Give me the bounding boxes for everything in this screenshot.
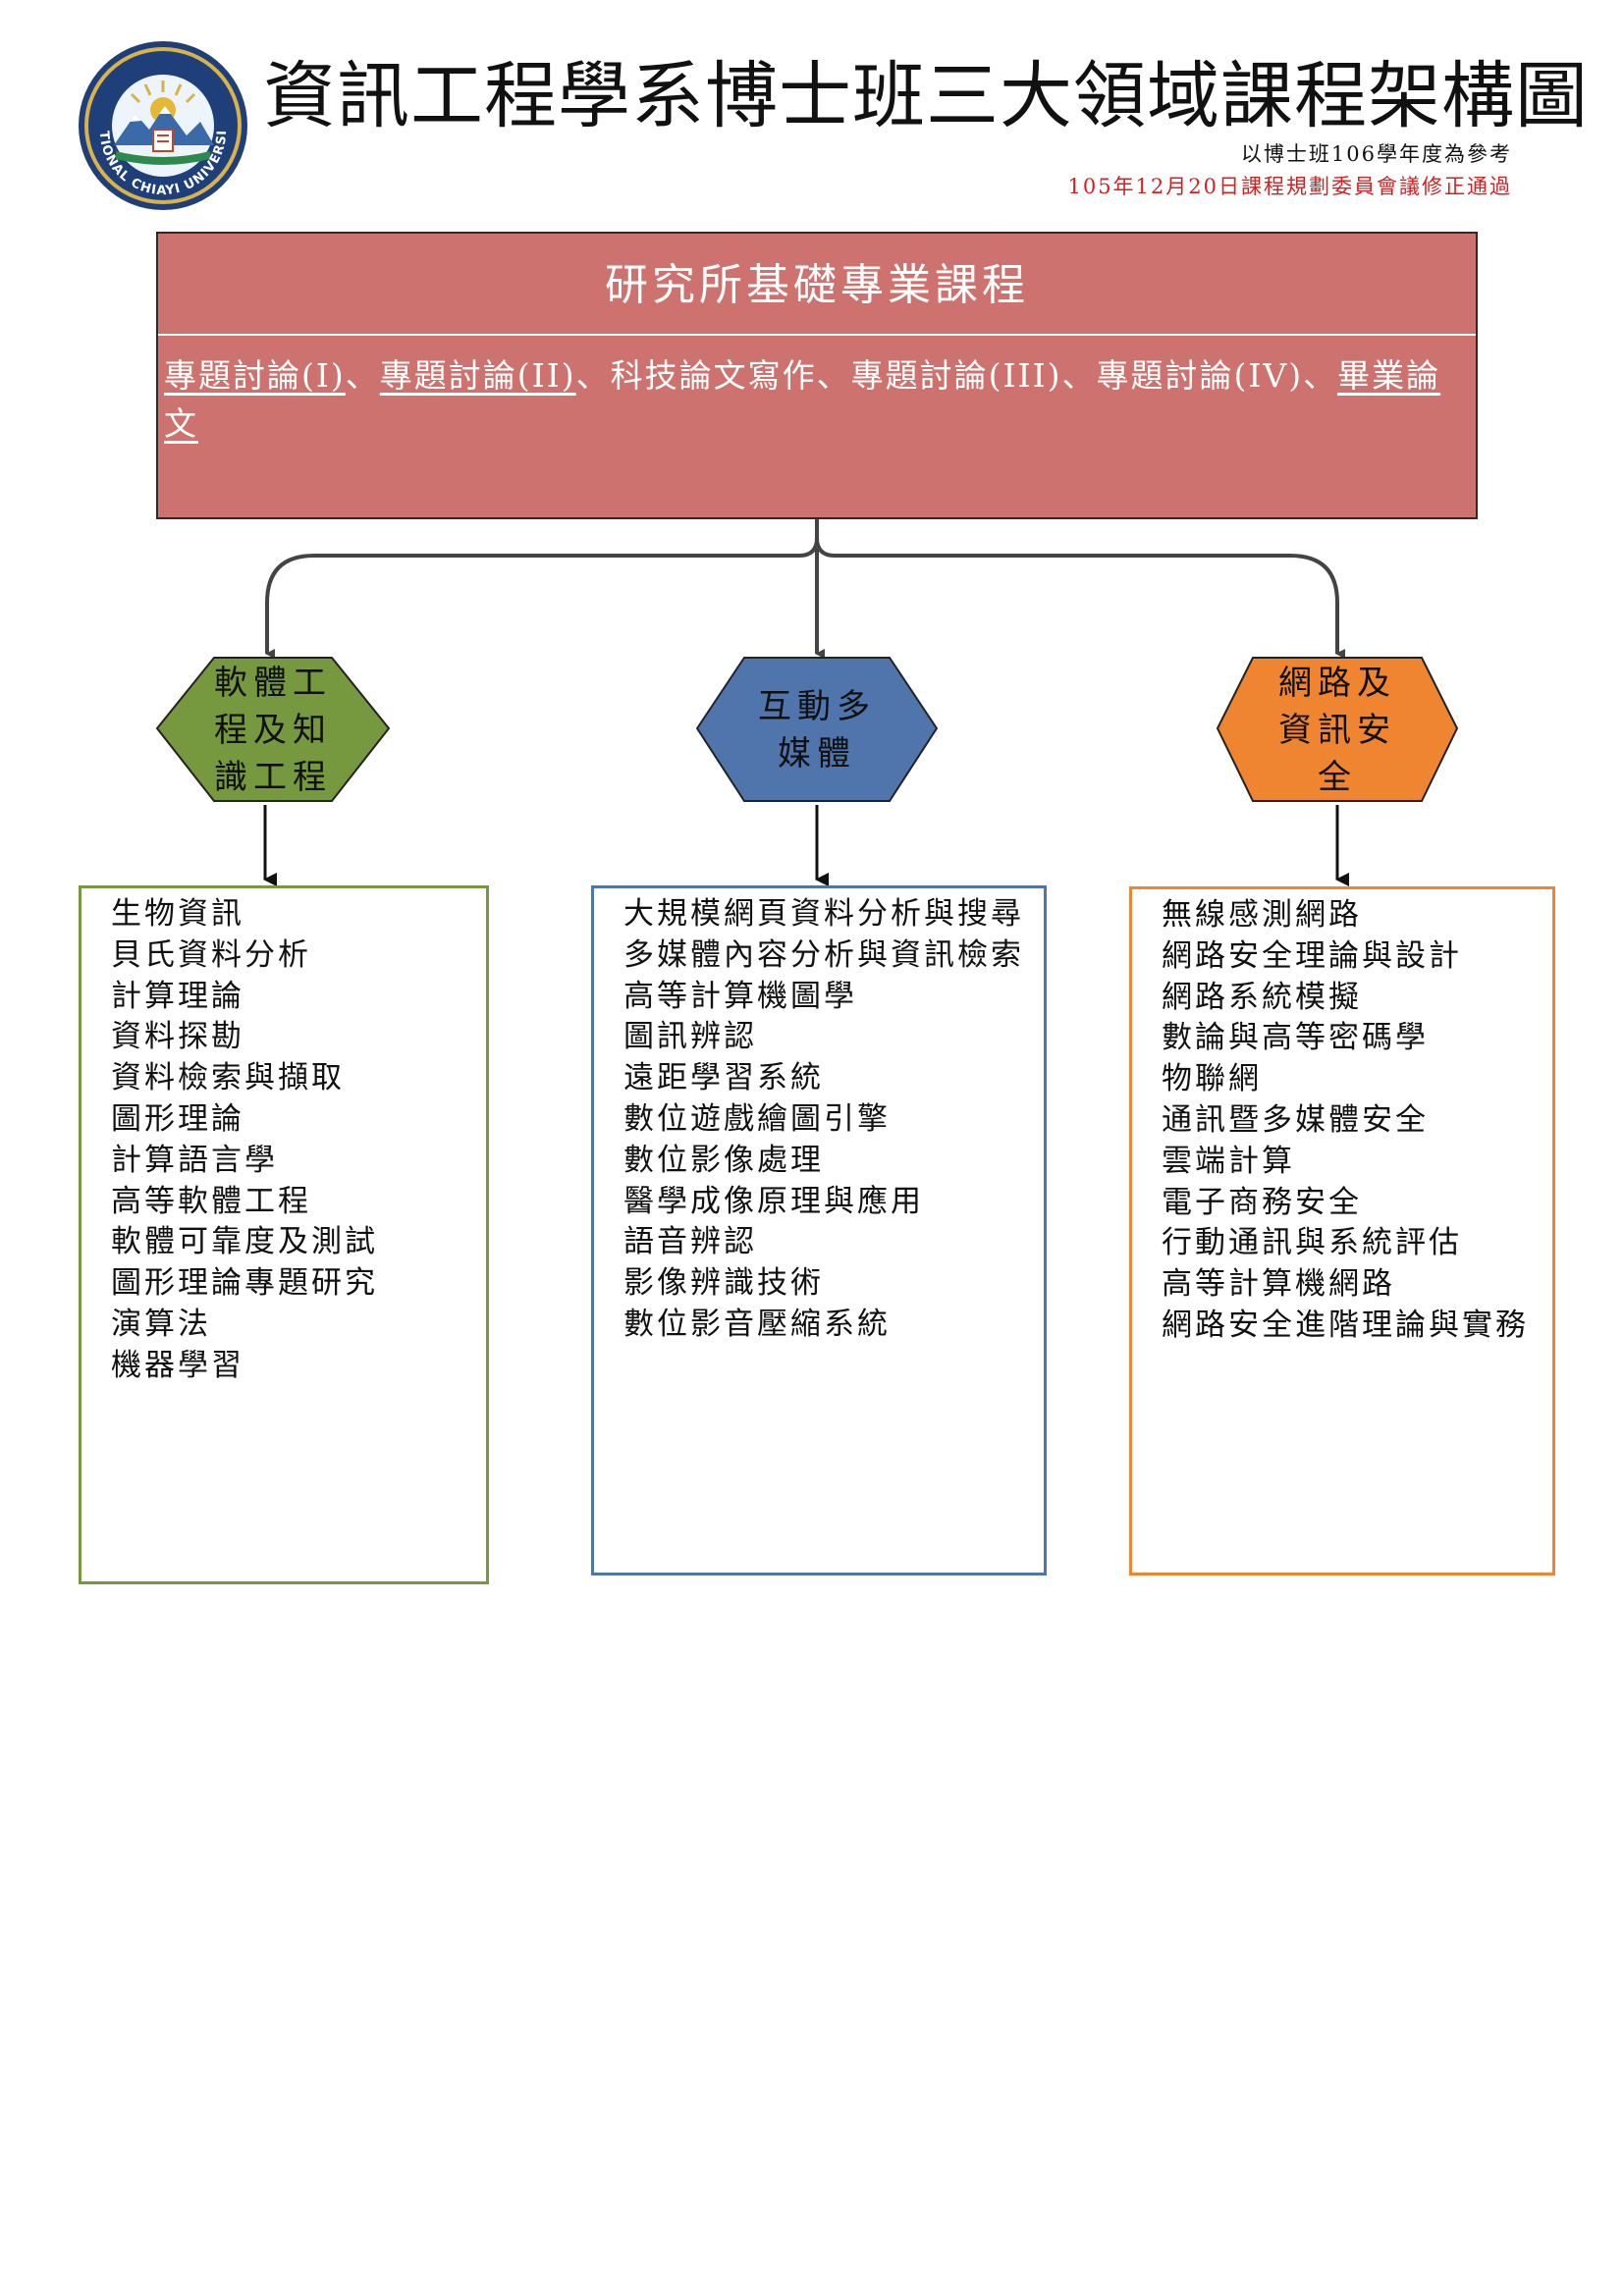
course-item: 數位遊戲繪圖引擎 [623,1100,891,1137]
course-item: 語音辨認 [623,1224,757,1260]
domain-label-line: 互動多 [758,687,876,726]
course-separator: 、 [816,356,851,395]
domain-label-line: 識工程 [214,758,332,797]
course-item: 貝氏資料分析 [111,936,311,973]
course-item: 物聯網 [1162,1061,1262,1097]
course-item: 多媒體內容分析與資訊檢索 [623,936,1024,973]
foundation-course-list: 專題討論(I)、專題討論(II)、科技論文寫作、專題討論(III)、專題討論(I… [164,351,1458,448]
course-item: 無線感測網路 [1162,897,1362,933]
course-item: 圖形理論 [111,1100,244,1137]
reference-note: 以博士班106學年度為參考 [1240,142,1512,166]
domain-label-software: 軟體工程及知識工程 [175,660,371,801]
course-separator: 、 [1061,356,1097,395]
course-item: 演算法 [111,1306,211,1342]
multimedia-course-box: 大規模網頁資料分析與搜尋多媒體內容分析與資訊檢索高等計算機圖學圖訊辨認遠距學習系… [591,885,1047,1575]
course-item: 計算語言學 [111,1142,278,1178]
domain-label-line: 網路及 [1278,664,1396,703]
network-course-box: 無線感測網路網路安全理論與設計網路系統模擬數論與高等密碼學物聯網通訊暨多媒體安全… [1129,886,1555,1575]
domain-label-line: 程及知 [214,711,332,750]
course-separator: 、 [575,356,611,395]
university-seal-icon: NATIONAL CHIAYI UNIVERSITY [75,37,247,210]
course-item: 數位影像處理 [623,1142,824,1178]
foundation-course: 專題討論(III) [850,356,1062,395]
course-item: 高等計算機網路 [1162,1266,1395,1303]
foundation-course: 專題討論(IV) [1096,356,1304,395]
course-item: 電子商務安全 [1162,1184,1362,1220]
foundation-course: 專題討論(II) [379,356,576,395]
course-item: 影像辨識技術 [623,1265,824,1302]
course-item: 軟體可靠度及測試 [111,1224,378,1260]
course-item: 網路安全進階理論與實務 [1162,1307,1529,1343]
course-item: 計算理論 [111,978,244,1014]
domain-label-line: 媒體 [778,734,856,774]
multimedia-course-list: 大規模網頁資料分析與搜尋多媒體內容分析與資訊檢索高等計算機圖學圖訊辨認遠距學習系… [623,894,1024,1346]
software-course-list: 生物資訊貝氏資料分析計算理論資料探勘資料檢索與擷取圖形理論計算語言學高等軟體工程… [111,894,378,1387]
approval-note: 105年12月20日課程規劃委員會議修正通過 [1067,175,1512,198]
foundation-title: 研究所基礎專業課程 [605,260,1029,310]
course-item: 高等軟體工程 [111,1183,311,1219]
foundation-course: 畢業論文 [164,356,1441,443]
foundation-courses-box: 研究所基礎專業課程 專題討論(I)、專題討論(II)、科技論文寫作、專題討論(I… [156,232,1478,519]
course-item: 雲端計算 [1162,1143,1295,1179]
course-item: 網路安全理論與設計 [1162,937,1462,974]
foundation-course: 科技論文寫作 [610,356,817,395]
network-course-list: 無線感測網路網路安全理論與設計網路系統模擬數論與高等密碼學物聯網通訊暨多媒體安全… [1162,895,1529,1347]
software-course-box: 生物資訊貝氏資料分析計算理論資料探勘資料檢索與擷取圖形理論計算語言學高等軟體工程… [79,885,489,1584]
course-item: 大規模網頁資料分析與搜尋 [623,896,1024,932]
connector-to-network [815,519,1345,659]
course-item: 醫學成像原理與應用 [623,1183,924,1219]
domain-label-network: 網路及資訊安全 [1239,660,1435,801]
course-item: 數論與高等密碼學 [1162,1020,1429,1056]
university-logo: NATIONAL CHIAYI UNIVERSITY [75,37,251,214]
domain-label-multimedia: 互動多媒體 [719,683,915,777]
course-item: 遠距學習系統 [623,1060,824,1096]
course-item: 網路系統模擬 [1162,979,1362,1015]
course-item: 生物資訊 [111,896,244,932]
domain-label-line: 軟體工 [214,664,332,703]
course-item: 資料檢索與擷取 [111,1060,345,1096]
course-item: 資料探勘 [111,1019,244,1055]
page-title: 資訊工程學系博士班三大領域課程架構圖 [263,54,1589,138]
course-item: 數位影音壓縮系統 [623,1306,891,1342]
domain-label-line: 全 [1318,758,1357,797]
connector-to-software [265,519,819,659]
course-item: 通訊暨多媒體安全 [1162,1101,1429,1138]
course-separator: 、 [1303,356,1338,395]
course-item: 機器學習 [111,1347,244,1383]
foundation-divider [158,334,1476,336]
course-separator: 、 [345,356,380,395]
domain-label-line: 資訊安 [1278,711,1396,750]
course-item: 圖形理論專題研究 [111,1265,378,1302]
course-item: 高等計算機圖學 [623,978,857,1014]
course-item: 行動通訊與系統評估 [1162,1225,1462,1261]
foundation-course: 專題討論(I) [164,356,346,395]
course-item: 圖訊辨認 [623,1019,757,1055]
